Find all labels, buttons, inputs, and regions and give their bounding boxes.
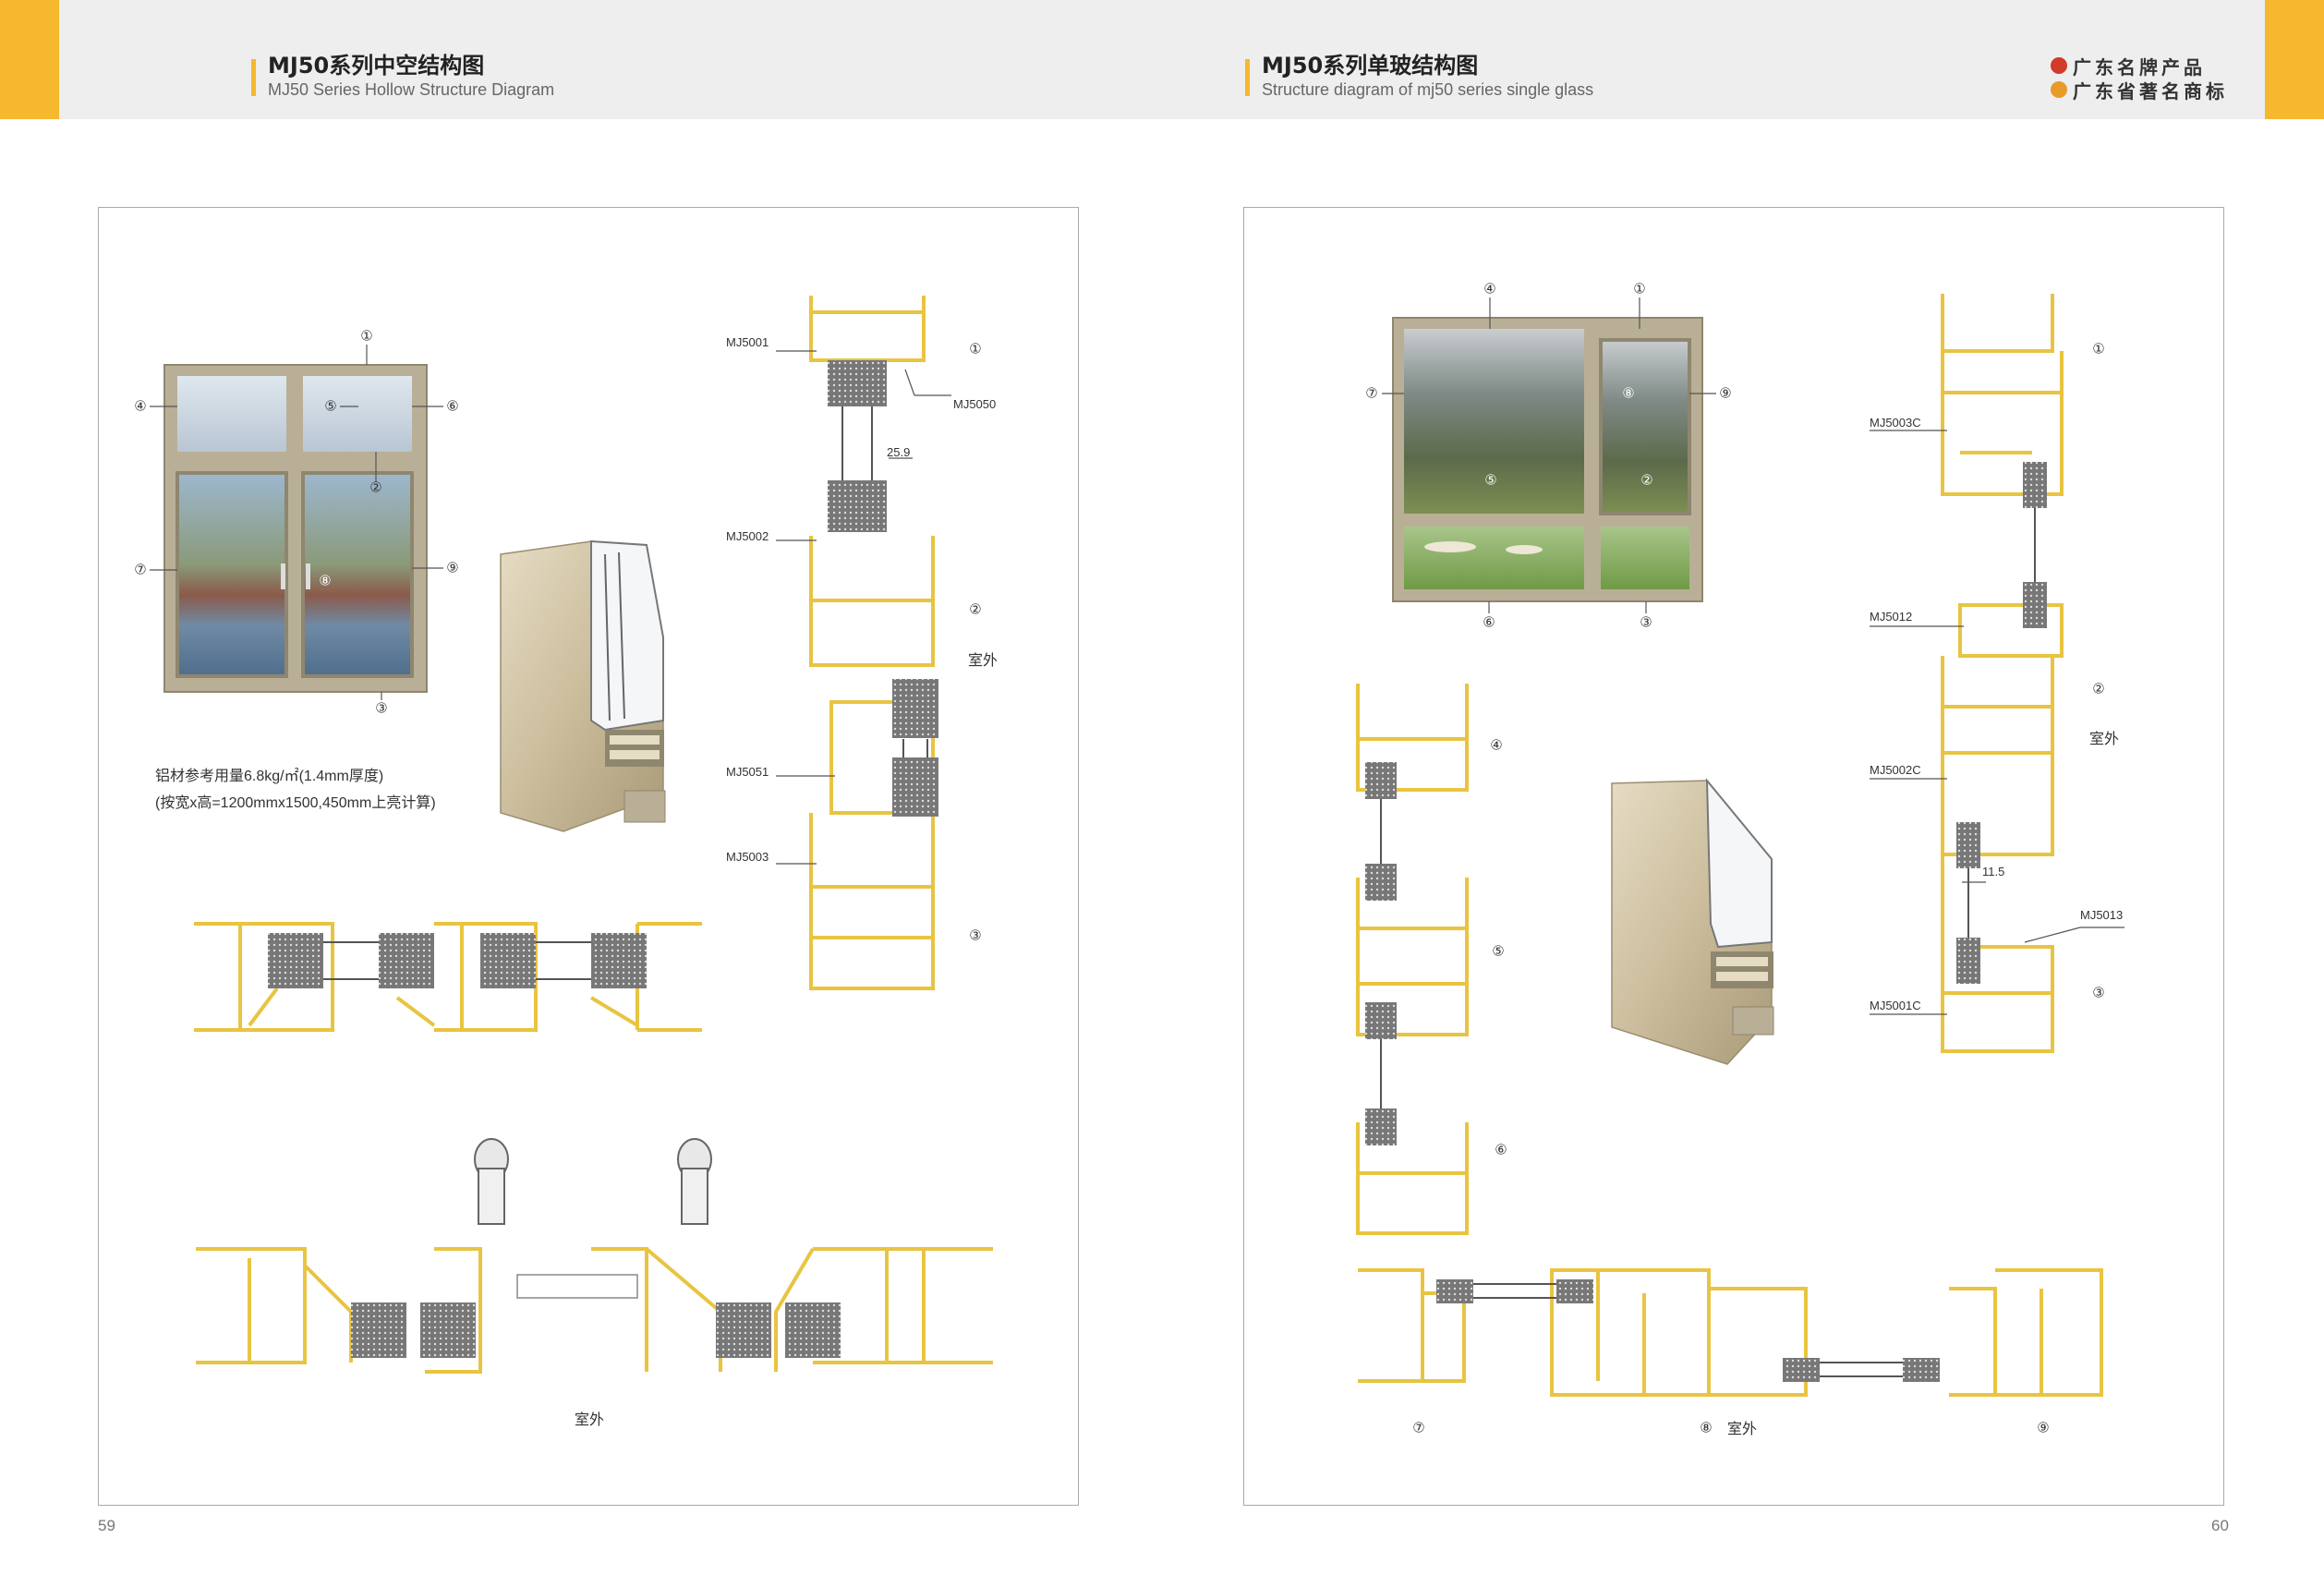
brand-row-2: 广东省著名商标	[2051, 78, 2228, 103]
left-horizontal-glass-upper	[268, 933, 647, 988]
outdoor-label-right-1: 室外	[2089, 731, 2119, 747]
callout-5: ⑤	[324, 399, 336, 415]
left-vertical-glass	[828, 360, 938, 817]
left-horizontal-section-lower	[196, 1247, 993, 1374]
code-mj5013: MJ5013	[2080, 908, 2123, 922]
left-title-en: MJ50 Series Hollow Structure Diagram	[268, 80, 555, 99]
accent-bar-left	[0, 0, 59, 119]
r-callout-4: ④	[1483, 282, 1495, 297]
right-horizontal-glass	[1436, 1279, 1940, 1382]
callout-1: ①	[360, 329, 372, 345]
code-mj5001: MJ5001	[726, 335, 769, 349]
left-title-block: MJ50系列中空结构图 MJ50 Series Hollow Structure…	[251, 52, 554, 100]
page-number-right: 60	[2211, 1517, 2229, 1534]
r-callout-8: ⑧	[1622, 386, 1634, 402]
accent-bar-right	[2265, 0, 2324, 119]
r-callout-9: ⑨	[1719, 386, 1731, 402]
brand-line-2: 广东省著名商标	[2073, 79, 2228, 103]
r-callout-7: ⑦	[1365, 386, 1377, 402]
callout-4: ④	[134, 399, 146, 415]
code-mj5003c: MJ5003C	[1870, 416, 1921, 430]
left-title-zh: MJ50系列中空结构图	[268, 53, 485, 79]
left-window-elevation	[163, 364, 428, 693]
callout-7: ⑦	[134, 563, 146, 578]
section-callout-1: ①	[969, 342, 981, 357]
outdoor-label-left-2: 室外	[575, 1411, 604, 1428]
right-title-zh: MJ50系列单玻结构图	[1262, 53, 1479, 79]
callout-8: ⑧	[319, 574, 331, 589]
r-callout-6: ⑥	[1483, 615, 1495, 631]
right-corner-profile-render	[1611, 778, 1774, 1065]
right-stacked-sections	[1356, 684, 1469, 1235]
outdoor-label-left-1: 室外	[968, 652, 998, 669]
r-section-callout-2: ②	[2092, 682, 2104, 697]
code-mj5001c: MJ5001C	[1870, 999, 1921, 1012]
brand-seal-icon	[2051, 57, 2067, 74]
h-callout-7: ⑦	[1412, 1421, 1424, 1436]
code-mj5002: MJ5002	[726, 529, 769, 543]
outdoor-label-right-2: 室外	[1727, 1421, 1757, 1437]
page-header	[0, 0, 2324, 119]
left-section-leaders	[776, 350, 951, 865]
right-horizontal-section	[1358, 1268, 2103, 1397]
right-elevation-leaders	[1382, 297, 1716, 613]
callout-3: ③	[375, 701, 387, 717]
r-callout-1: ①	[1633, 282, 1645, 297]
right-title-en: Structure diagram of mj50 series single …	[1262, 80, 1594, 99]
r-callout-2: ②	[1640, 473, 1652, 489]
h-callout-9: ⑨	[2037, 1421, 2049, 1436]
brand-line-1: 广东名牌产品	[2073, 55, 2206, 79]
brand-badges: 广东名牌产品 广东省著名商标	[2051, 54, 2228, 103]
page-number-left: 59	[98, 1517, 115, 1534]
r-section-callout-3: ③	[2092, 986, 2104, 1001]
left-diagram-panel	[98, 207, 1079, 1506]
code-mj5050: MJ5050	[953, 397, 996, 411]
left-elevation-leaders	[150, 345, 443, 700]
callout-9: ⑨	[446, 561, 458, 576]
code-mj5002c: MJ5002C	[1870, 763, 1921, 777]
code-mj5003: MJ5003	[726, 850, 769, 864]
stack-callout-4: ④	[1490, 738, 1502, 754]
left-corner-profile-render	[500, 539, 666, 832]
dimension-25-9: 25.9	[887, 445, 910, 459]
brand-row-1: 广东名牌产品	[2051, 54, 2228, 79]
section-callout-2: ②	[969, 602, 981, 618]
stack-callout-6: ⑥	[1495, 1143, 1507, 1158]
left-handles	[351, 1138, 841, 1358]
r-callout-5: ⑤	[1484, 473, 1496, 489]
usage-note-line-2: (按宽x高=1200mmx1500,450mm上亮计算)	[155, 794, 436, 811]
right-stacked-glass	[1365, 762, 1397, 1145]
h-callout-8: ⑧	[1700, 1421, 1712, 1436]
dimension-11-5: 11.5	[1982, 865, 2004, 878]
title-accent-bar	[1245, 59, 1250, 96]
r-callout-3: ③	[1640, 615, 1652, 631]
code-mj5012: MJ5012	[1870, 610, 1912, 624]
right-diagram-panel	[1243, 207, 2224, 1506]
right-title-block: MJ50系列单玻结构图 Structure diagram of mj50 se…	[1245, 52, 1593, 100]
callout-6: ⑥	[446, 399, 458, 415]
stack-callout-5: ⑤	[1492, 944, 1504, 960]
right-vertical-section	[1941, 294, 2064, 1053]
code-mj5051: MJ5051	[726, 765, 769, 779]
r-section-callout-1: ①	[2092, 342, 2104, 357]
title-accent-bar	[251, 59, 256, 96]
right-vertical-glass	[1956, 462, 2047, 984]
right-section-leaders	[1870, 430, 2124, 1015]
callout-2: ②	[369, 480, 381, 496]
section-callout-3: ③	[969, 928, 981, 944]
usage-note-line-1: 铝材参考用量6.8kg/㎡(1.4mm厚度)	[155, 768, 383, 784]
right-window-elevation	[1392, 317, 1703, 602]
trademark-seal-icon	[2051, 81, 2067, 98]
